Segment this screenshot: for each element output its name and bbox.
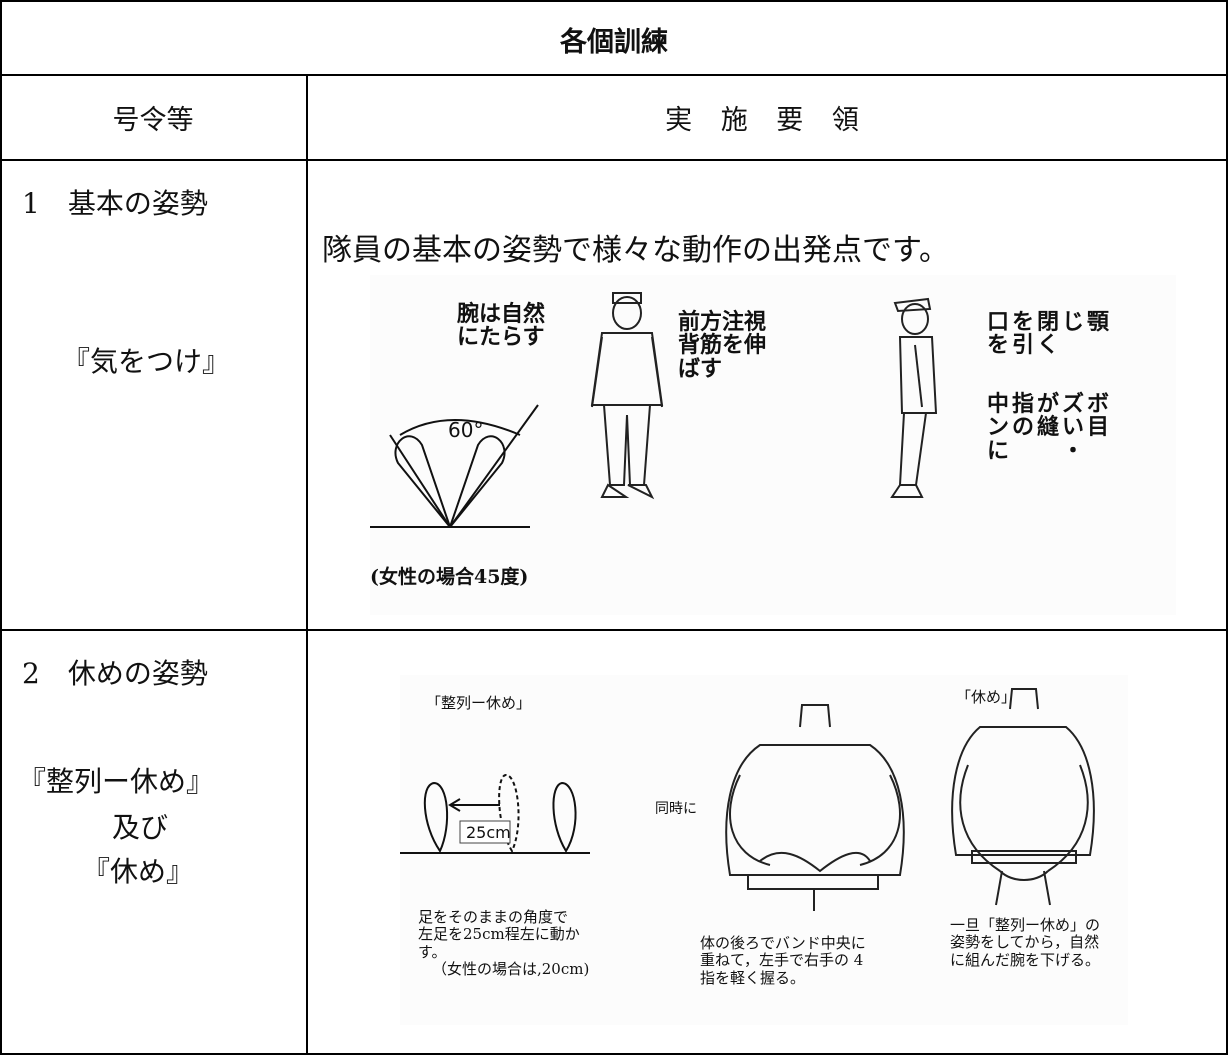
attention-posture-figure: 腕は自然 にたらす 前方注視 背筋を伸 ばす 口を閉じ顎 を引く 中指がズボ ン… <box>370 275 1176 615</box>
header-procedure: 実 施 要 領 <box>665 105 869 136</box>
front-note: 前方注視 背筋を伸 ばす <box>678 309 767 382</box>
female-angle-note: (女性の場合45度) <box>370 566 529 588</box>
table-border-left <box>0 0 2 1055</box>
rule-after-title <box>0 74 1228 76</box>
distance-label: 25cm <box>466 823 511 842</box>
at-ease-illustration: 25cm <box>400 688 1095 911</box>
rest-view-figure <box>951 688 1095 906</box>
back-view-figure <box>725 704 905 911</box>
right-caption-line: 姿勢をしてから，自然 <box>950 933 1100 952</box>
table-border-right <box>1226 0 1228 1055</box>
left-caption-line: （女性の場合は,20cm) <box>432 959 590 978</box>
front-note-line: 前方注視 <box>678 309 767 335</box>
at-ease-posture-figure: 「整列ー休め」 同時に 「休め」 足をそのままの角度で 左足を25cm程左に動か… <box>400 675 1128 1025</box>
mouth-note: 口を閉じ顎 を引く <box>987 309 1113 359</box>
rule-after-header <box>0 159 1228 161</box>
finger-note-line: ンの縫い目 <box>987 414 1113 441</box>
header-command: 号令等 <box>112 105 194 136</box>
left-posture-label: 「整列ー休め」 <box>426 694 532 712</box>
arms-note-line: 腕は自然 <box>457 301 546 327</box>
side-soldier-figure <box>890 297 938 498</box>
middle-caption: 体の後ろでバンド中央に 重ねて，左手で右手の 4 指を軽く握る。 <box>700 934 866 987</box>
table-border-top <box>0 0 1228 2</box>
feet-spread-diagram <box>400 773 590 854</box>
middle-caption-line: 体の後ろでバンド中央に <box>700 934 866 952</box>
row2-title: 2 休めの姿勢 <box>22 657 208 690</box>
angle-label: 60° <box>448 418 483 442</box>
arms-note-line: にたらす <box>457 324 545 351</box>
right-caption-line: 一旦「整列ー休め」の <box>950 916 1101 934</box>
middle-caption-line: 指を軽く握る。 <box>700 968 806 987</box>
front-note-line: ばす <box>678 355 723 382</box>
mouth-note-line: 口を閉じ顎 <box>987 309 1113 335</box>
front-soldier-figure <box>590 292 664 500</box>
row2-command-line2: 及び <box>112 811 169 844</box>
column-divider <box>306 75 308 1055</box>
left-caption: 足をそのままの角度で 左足を25cm程左に動か す。 （女性の場合は,20cm) <box>418 908 590 978</box>
feet-angle-diagram <box>370 404 539 528</box>
row1-intro: 隊員の基本の姿勢で様々な動作の出発点です。 <box>322 233 949 268</box>
rule-after-row1 <box>0 629 1228 631</box>
right-caption: 一旦「整列ー休め」の 姿勢をしてから，自然 に組んだ腕を下げる。 <box>950 916 1101 969</box>
arms-note: 腕は自然 にたらす <box>457 301 546 351</box>
mouth-note-line: を引く <box>987 332 1063 359</box>
left-caption-line: 左足を25cm程左に動か <box>418 925 580 944</box>
right-posture-label: 「休め」 <box>956 688 1017 706</box>
row2-command-line3: 『休め』 <box>82 855 195 888</box>
finger-note: 中指がズボ ンの縫い目 に ・ <box>987 391 1113 464</box>
right-caption-line: に組んだ腕を下げる。 <box>950 950 1101 969</box>
row1-title: 1 基本の姿勢 <box>22 187 208 220</box>
table-border-bottom <box>0 1053 1228 1055</box>
row2-command-line1: 『整列ー休め』 <box>18 765 215 798</box>
front-note-line: 背筋を伸 <box>678 332 767 359</box>
finger-note-line: に ・ <box>987 437 1088 464</box>
left-caption-line: 足をそのままの角度で <box>418 908 569 926</box>
middle-caption-line: 重ねて，左手で右手の 4 <box>700 951 864 970</box>
finger-note-line: 中指がズボ <box>987 391 1113 417</box>
row1-command: 『気をつけ』 <box>62 345 231 378</box>
table-title: 各個訓練 <box>560 27 668 58</box>
simultaneous-label: 同時に <box>655 801 697 817</box>
attention-illustration: 60° <box>370 292 938 528</box>
left-caption-line: す。 <box>418 942 447 961</box>
